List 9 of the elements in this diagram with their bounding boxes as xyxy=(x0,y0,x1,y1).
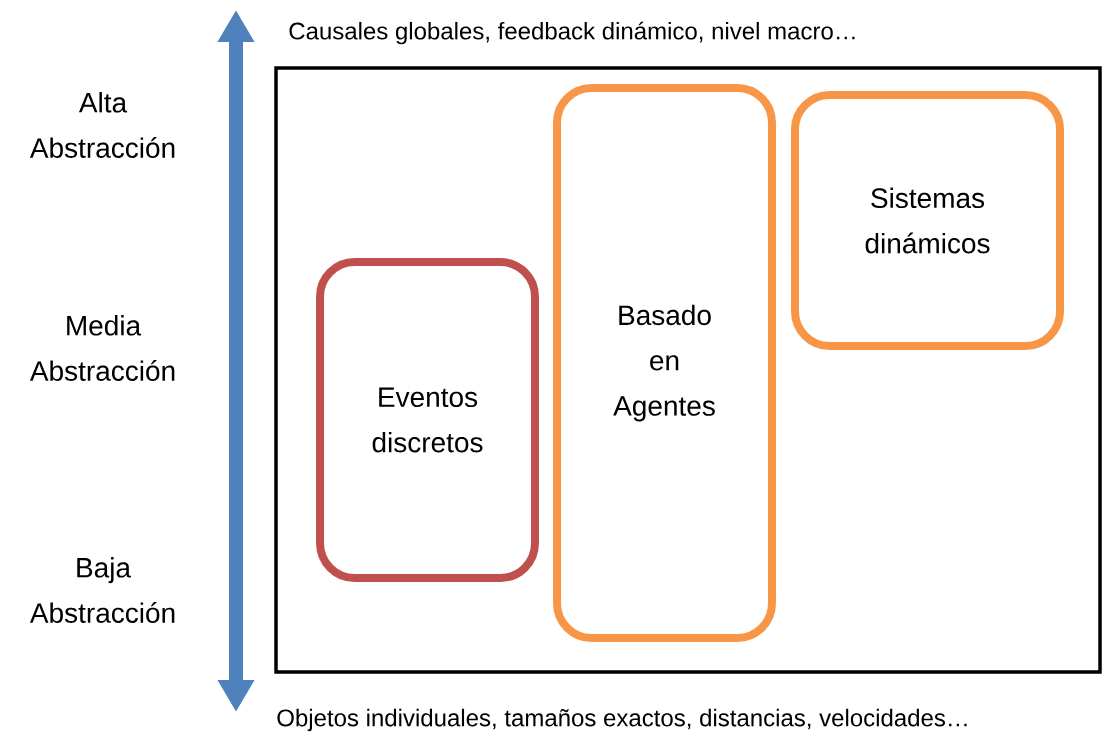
level-label: Media Abstracción xyxy=(29,315,175,381)
frame-box xyxy=(274,66,1102,674)
caption-text: Objetos individuales, tamaños exactos, distancias, velocidades… xyxy=(277,708,967,732)
level-label: Alta Abstracción xyxy=(29,92,175,158)
level-label: Baja Abstracción xyxy=(29,557,175,623)
rounded-box: Basado en Agentes xyxy=(553,84,776,642)
caption-text: Causales globales, feedback dinámico, nivel macro… xyxy=(289,21,855,45)
rounded-box: Sistemas dinámicos xyxy=(790,91,1065,350)
rounded-box: Eventos discretos xyxy=(316,258,539,582)
